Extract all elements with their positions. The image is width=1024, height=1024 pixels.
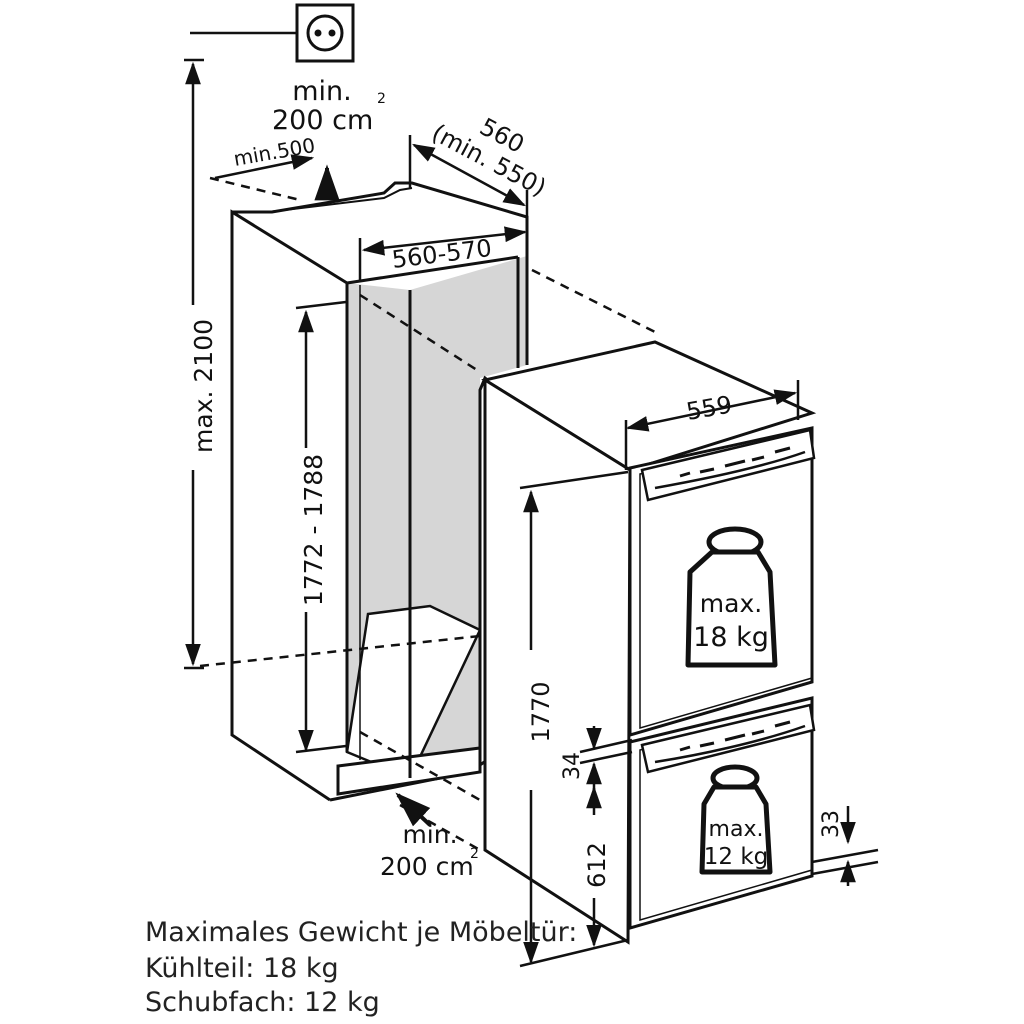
drawer-weight-line1: max. bbox=[709, 817, 764, 842]
max-height-label: max. 2100 bbox=[189, 319, 218, 453]
notes-drawer-weight: Schubfach: 12 kg bbox=[145, 987, 380, 1018]
vent-bottom-area-label: 200 cm bbox=[380, 852, 474, 881]
fridge-weight-line1: max. bbox=[700, 589, 762, 618]
notes-heading: Maximales Gewicht je Möbeltür: bbox=[145, 917, 578, 948]
offset-label: 33 bbox=[819, 810, 844, 838]
appliance-height-label: 1770 bbox=[527, 681, 555, 742]
vent-bottom-superscript: 2 bbox=[470, 846, 479, 862]
vent-top-area-label: 200 cm bbox=[272, 105, 373, 136]
cabinet-niche bbox=[199, 176, 656, 852]
fridge-weight-line2: 18 kg bbox=[693, 622, 769, 653]
notes-fridge-weight: Kühlteil: 18 kg bbox=[145, 953, 339, 984]
fridge-weight-icon bbox=[685, 526, 778, 668]
gap-label: 34 bbox=[560, 752, 585, 780]
drawer-height-label: 612 bbox=[583, 842, 611, 888]
socket-icon bbox=[190, 3, 355, 63]
niche-width-label: 560-570 bbox=[390, 234, 493, 274]
drawer-weight-line2: 12 kg bbox=[704, 844, 769, 870]
vent-top-min-label: min. bbox=[292, 76, 352, 107]
vent-top-superscript: 2 bbox=[377, 91, 386, 107]
niche-height-label: 1772 - 1788 bbox=[299, 454, 328, 606]
vent-bottom-min-label: min. bbox=[402, 820, 457, 849]
drawer-weight-icon bbox=[699, 764, 773, 875]
